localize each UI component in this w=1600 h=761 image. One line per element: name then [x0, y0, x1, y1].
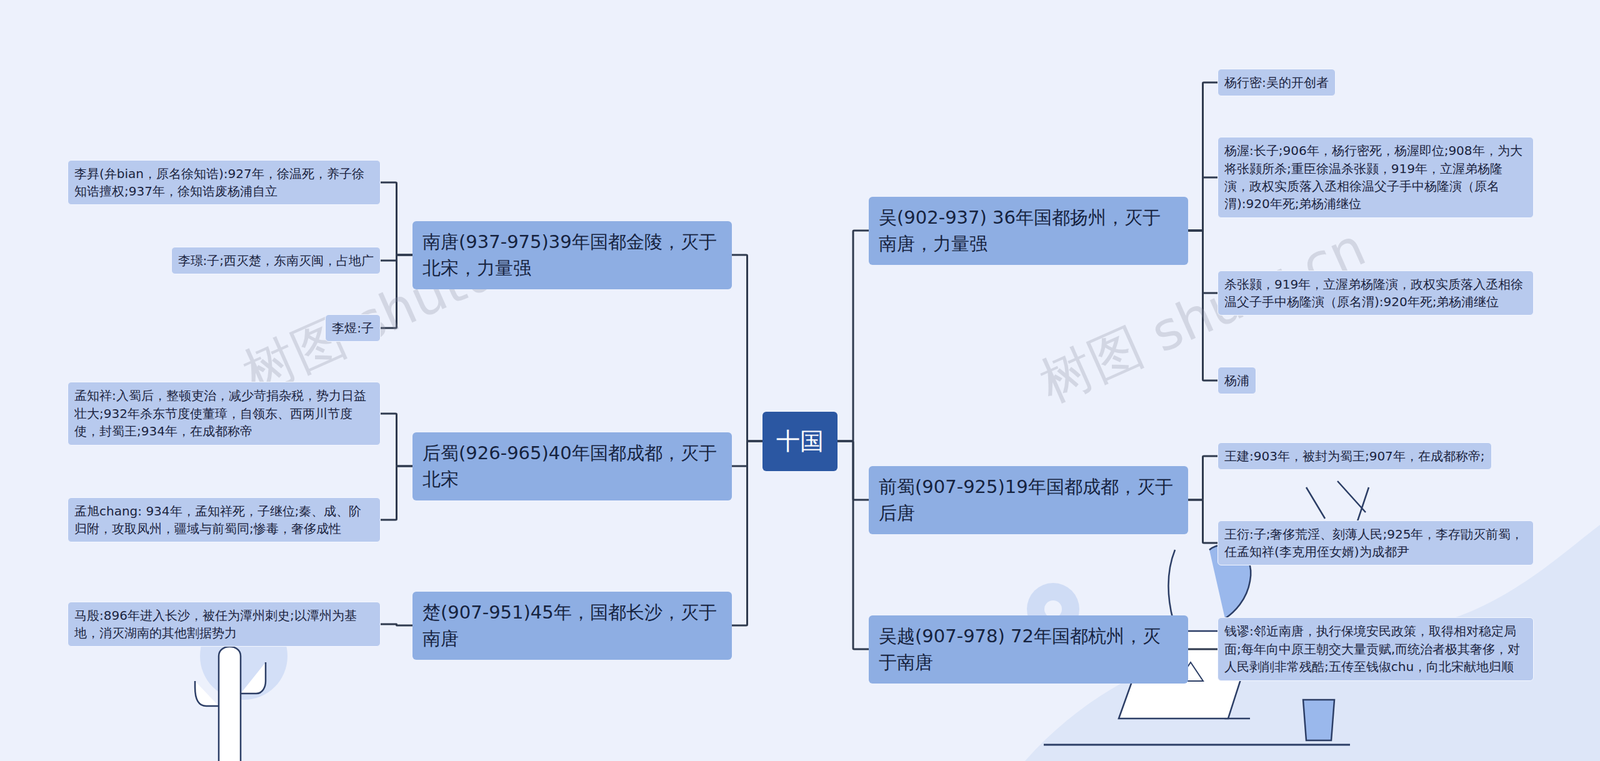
topic-text: 吴(902-937) 36年国都扬州，灭于南唐，力量强: [878, 204, 1179, 257]
topic-text: 李璟:子;西灭楚，东南灭闽，占地广: [178, 251, 374, 270]
branch-connector: [380, 624, 413, 626]
topic-text: 孟旭chang: 934年，孟知祥死，子继位;秦、成、阶归附，攻取凤州，疆域与前…: [74, 502, 374, 539]
topic-text: 钱谬:邻近南唐，执行保境安民政策，取得相对稳定局面;每年向中原王朝交大量贡赋,而…: [1224, 622, 1527, 676]
leaf-topic: 马殷:896年进入长沙，被任为潭州刺史;以潭州为基地，消灭湖南的其他割据势力: [67, 601, 381, 648]
leaf-topic: 孟旭chang: 934年，孟知祥死，子继位;秦、成、阶归附，攻取凤州，疆域与前…: [67, 497, 381, 544]
cactus: [195, 646, 266, 761]
leaf-topic: 王衍:子;奢侈荒淫、刻薄人民;925年，李存勖灭前蜀，任孟知祥(李克用侄女婿)为…: [1217, 520, 1534, 567]
branch-connector: [837, 230, 869, 442]
topic-text: 王衍:子;奢侈荒淫、刻薄人民;925年，李存勖灭前蜀，任孟知祥(李克用侄女婿)为…: [1224, 525, 1527, 562]
topic-text: 杨渥:长子;906年，杨行密死，杨渥即位;908年，为大将张颢所杀;重臣徐温杀张…: [1224, 141, 1527, 214]
leaf-topic: 杨行密:吴的开创者: [1217, 68, 1336, 97]
branch-connector: [1188, 82, 1218, 231]
branch-connector: [1188, 177, 1218, 231]
topic-text: 杨浦: [1224, 371, 1250, 390]
topic-text: 十国: [776, 425, 824, 458]
topic-text: 楚(907-951)45年，国都长沙，灭于南唐: [422, 599, 722, 652]
branch-connector: [1188, 500, 1218, 544]
branch-topic: 后蜀(926-965)40年国都成都，灭于北宋: [412, 432, 732, 501]
branch-connector: [731, 255, 763, 442]
topic-text: 吴越(907-978) 72年国都杭州，灭于南唐: [878, 623, 1179, 676]
leaf-topic: 李昪(弁bian，原名徐知诰):927年，徐温死，养子徐知诰擅权;937年，徐知…: [67, 160, 381, 206]
branch-connector: [380, 413, 413, 467]
root-topic: 十国: [762, 411, 838, 472]
leaf-topic: 杨浦: [1217, 366, 1257, 395]
branch-connector: [380, 466, 413, 520]
topic-text: 李昪(弁bian，原名徐知诰):927年，徐温死，养子徐知诰擅权;937年，徐知…: [74, 165, 374, 201]
branch-connector: [731, 441, 763, 626]
leaf-topic: 孟知祥:入蜀后，整顿吏治，减少苛捐杂税，势力日益壮大;932年杀东节度使董璋，自…: [67, 381, 381, 445]
branch-topic: 吴越(907-978) 72年国都杭州，灭于南唐: [868, 615, 1189, 684]
topic-text: 南唐(937-975)39年国都金陵，灭于北宋，力量强: [422, 228, 722, 282]
branch-connector: [1188, 648, 1218, 650]
branch-connector: [837, 441, 869, 650]
topic-text: 后蜀(926-965)40年国都成都，灭于北宋: [422, 440, 722, 493]
branch-connector: [1188, 456, 1218, 500]
topic-text: 马殷:896年进入长沙，被任为潭州刺史;以潭州为基地，消灭湖南的其他割据势力: [74, 606, 374, 643]
leaf-topic: 杨渥:长子;906年，杨行密死，杨渥即位;908年，为大将张颢所杀;重臣徐温杀张…: [1217, 136, 1534, 219]
leaf-topic: 王建:903年，被封为蜀王;907年，在成都称帝;: [1217, 442, 1492, 470]
leaf-topic: 李煜:子: [325, 314, 381, 342]
branch-topic: 南唐(937-975)39年国都金陵，灭于北宋，力量强: [412, 221, 732, 290]
desk: [1043, 744, 1350, 747]
leaf-topic: 李璟:子;西灭楚，东南灭闽，占地广: [171, 246, 381, 275]
topic-text: 前蜀(907-925)19年国都成都，灭于后唐: [878, 473, 1179, 527]
branch-topic: 吴(902-937) 36年国都扬州，灭于南唐，力量强: [868, 196, 1189, 265]
leaf-topic: 钱谬:邻近南唐，执行保境安民政策，取得相对稳定局面;每年向中原王朝交大量贡赋,而…: [1217, 617, 1534, 681]
topic-text: 王建:903年，被封为蜀王;907年，在成都称帝;: [1224, 447, 1485, 465]
topic-text: 孟知祥:入蜀后，整顿吏治，减少苛捐杂税，势力日益壮大;932年杀东节度使董璋，自…: [74, 386, 374, 440]
topic-text: 杀张颢，919年，立渥弟杨隆演，政权实质落入丞相徐温父子手中杨隆演（原名渭):9…: [1224, 275, 1527, 312]
plant-lines: [1306, 481, 1369, 525]
branch-topic: 前蜀(907-925)19年国都成都，灭于后唐: [868, 466, 1189, 535]
topic-text: 李煜:子: [331, 319, 374, 337]
branch-topic: 楚(907-951)45年，国都长沙，灭于南唐: [412, 591, 732, 660]
cup: [1303, 700, 1335, 741]
leaf-topic: 杀张颢，919年，立渥弟杨隆演，政权实质落入丞相徐温父子手中杨隆演（原名渭):9…: [1217, 270, 1534, 317]
branch-connector: [380, 182, 413, 255]
topic-text: 杨行密:吴的开创者: [1224, 73, 1329, 92]
